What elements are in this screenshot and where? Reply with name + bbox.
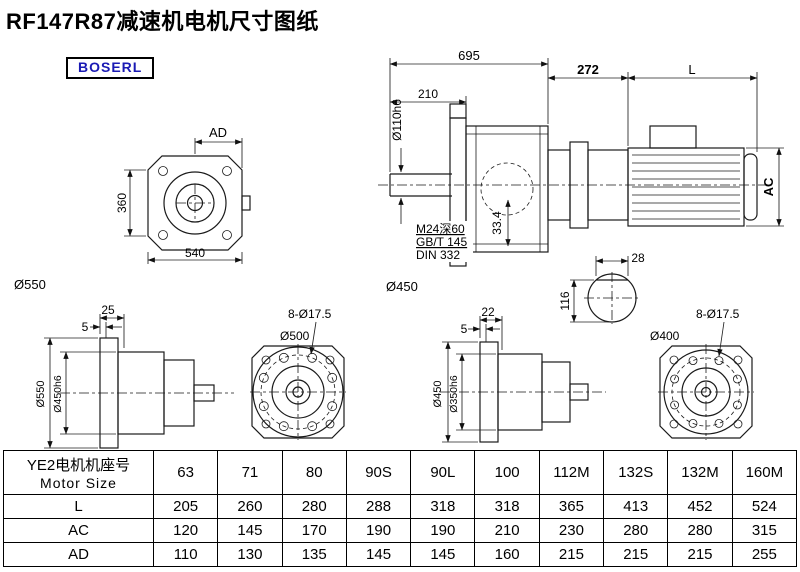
motor-size-header-cn: YE2电机机座号 bbox=[26, 457, 131, 474]
cell: 365 bbox=[538, 494, 605, 519]
view-flange-side-550: 25 5 Ø550 Ø450h6 bbox=[35, 303, 234, 449]
cell: 215 bbox=[667, 542, 733, 567]
table-row-L: L 205 260 280 288 318 318 365 413 452 52… bbox=[3, 494, 798, 519]
cell: 315 bbox=[731, 518, 798, 543]
cell: 260 bbox=[217, 494, 283, 519]
cell: 145 bbox=[345, 542, 412, 567]
dim-motor-diameter-AC: AC bbox=[761, 177, 776, 196]
dim-695: 695 bbox=[458, 48, 480, 63]
col-header: 100 bbox=[474, 450, 540, 495]
cell: 318 bbox=[410, 494, 476, 519]
cell: 145 bbox=[217, 518, 283, 543]
label-flange-550: Ø550 bbox=[14, 277, 46, 292]
cell: 190 bbox=[410, 518, 476, 543]
cell: 280 bbox=[667, 518, 733, 543]
cell: 135 bbox=[281, 542, 347, 567]
cell: 120 bbox=[152, 518, 219, 543]
col-header: 80 bbox=[281, 450, 347, 495]
cell: 288 bbox=[345, 494, 412, 519]
dim-motor-length-L: L bbox=[688, 62, 695, 77]
col-header: 63 bbox=[152, 450, 219, 495]
col-header: 112M bbox=[538, 450, 605, 495]
cell: 280 bbox=[281, 494, 347, 519]
dim-b1-5: 5 bbox=[82, 320, 89, 334]
col-header: 160M bbox=[731, 450, 798, 495]
col-header: 132M bbox=[667, 450, 733, 495]
dim-key-height-116: 116 bbox=[558, 291, 572, 310]
brand-text: BOSERL bbox=[78, 59, 143, 75]
dim-b3-5: 5 bbox=[461, 322, 468, 336]
dim-b4-bolt-holes: 8-Ø17.5 bbox=[696, 307, 740, 321]
dim-360: 360 bbox=[115, 193, 129, 213]
dim-b3-22: 22 bbox=[481, 305, 495, 319]
note-tap-m24: M24深60 bbox=[416, 222, 465, 236]
motor-size-table: YE2电机机座号 Motor Size 63 71 80 90S 90L 100… bbox=[3, 450, 798, 567]
dim-b1-25: 25 bbox=[101, 303, 115, 317]
dim-540: 540 bbox=[185, 246, 205, 260]
col-header: 132S bbox=[603, 450, 669, 495]
view-flange-side-450: 22 5 Ø450 Ø350h6 bbox=[432, 305, 606, 443]
row-label: AC bbox=[3, 518, 154, 543]
motor-size-header-cell: YE2电机机座号 Motor Size bbox=[3, 450, 154, 495]
cell: 110 bbox=[152, 542, 219, 567]
label-flange-450: Ø450 bbox=[386, 279, 418, 294]
cell: 210 bbox=[474, 518, 540, 543]
dim-b1-od-550: Ø550 bbox=[35, 381, 47, 408]
cell: 524 bbox=[731, 494, 798, 519]
cell: 205 bbox=[152, 494, 219, 519]
cell: 452 bbox=[667, 494, 733, 519]
cell: 190 bbox=[345, 518, 412, 543]
row-label: AD bbox=[3, 542, 154, 567]
technical-drawing: AD 360 540 Ø550 bbox=[14, 48, 784, 449]
dim-shaft-diameter: Ø110h6 bbox=[390, 99, 404, 141]
col-header: 90S bbox=[345, 450, 412, 495]
dim-210: 210 bbox=[418, 87, 438, 101]
table-header-row: YE2电机机座号 Motor Size 63 71 80 90S 90L 100… bbox=[3, 450, 798, 495]
view-side-assembly: 695 272 L AC 210 Ø110h6 M24深60 GB/T 145 … bbox=[378, 48, 784, 324]
dim-key-width-28: 28 bbox=[631, 251, 645, 265]
cell: 170 bbox=[281, 518, 347, 543]
dim-b3-spigot-350h6: Ø350h6 bbox=[448, 375, 460, 413]
dim-b2-od-500: Ø500 bbox=[280, 329, 310, 343]
note-standard-gbt145: GB/T 145 bbox=[416, 235, 467, 249]
view-flange-face-500: 8-Ø17.5 Ø500 bbox=[250, 307, 346, 440]
dim-ad: AD bbox=[209, 125, 227, 140]
dim-b3-od-450: Ø450 bbox=[432, 381, 444, 408]
view-front-gearbox: AD 360 540 Ø550 bbox=[14, 125, 251, 292]
page-title: RF147R87减速机电机尺寸图纸 bbox=[6, 9, 319, 34]
note-standard-din332: DIN 332 bbox=[416, 248, 460, 262]
cell: 413 bbox=[603, 494, 669, 519]
cell: 230 bbox=[538, 518, 605, 543]
motor-size-header-en: Motor Size bbox=[40, 475, 117, 491]
cell: 160 bbox=[474, 542, 540, 567]
dim-b1-spigot-450h6: Ø450h6 bbox=[52, 375, 64, 413]
dim-b2-bolt-holes: 8-Ø17.5 bbox=[288, 307, 332, 321]
cell: 215 bbox=[603, 542, 669, 567]
cell: 130 bbox=[217, 542, 283, 567]
col-header: 71 bbox=[217, 450, 283, 495]
cell: 215 bbox=[538, 542, 605, 567]
col-header: 90L bbox=[410, 450, 476, 495]
brand-logo: BOSERL bbox=[66, 57, 155, 79]
cell: 255 bbox=[731, 542, 798, 567]
table-row-AD: AD 110 130 135 145 145 160 215 215 215 2… bbox=[3, 542, 798, 567]
dim-272: 272 bbox=[577, 62, 599, 77]
dim-33-4: 33.4 bbox=[490, 211, 504, 235]
cell: 280 bbox=[603, 518, 669, 543]
dim-b4-od-400: Ø400 bbox=[650, 329, 680, 343]
table-row-AC: AC 120 145 170 190 190 210 230 280 280 3… bbox=[3, 518, 798, 543]
cell: 145 bbox=[410, 542, 476, 567]
row-label: L bbox=[3, 494, 154, 519]
view-flange-face-400: 8-Ø17.5 Ø400 bbox=[650, 307, 754, 440]
cell: 318 bbox=[474, 494, 540, 519]
